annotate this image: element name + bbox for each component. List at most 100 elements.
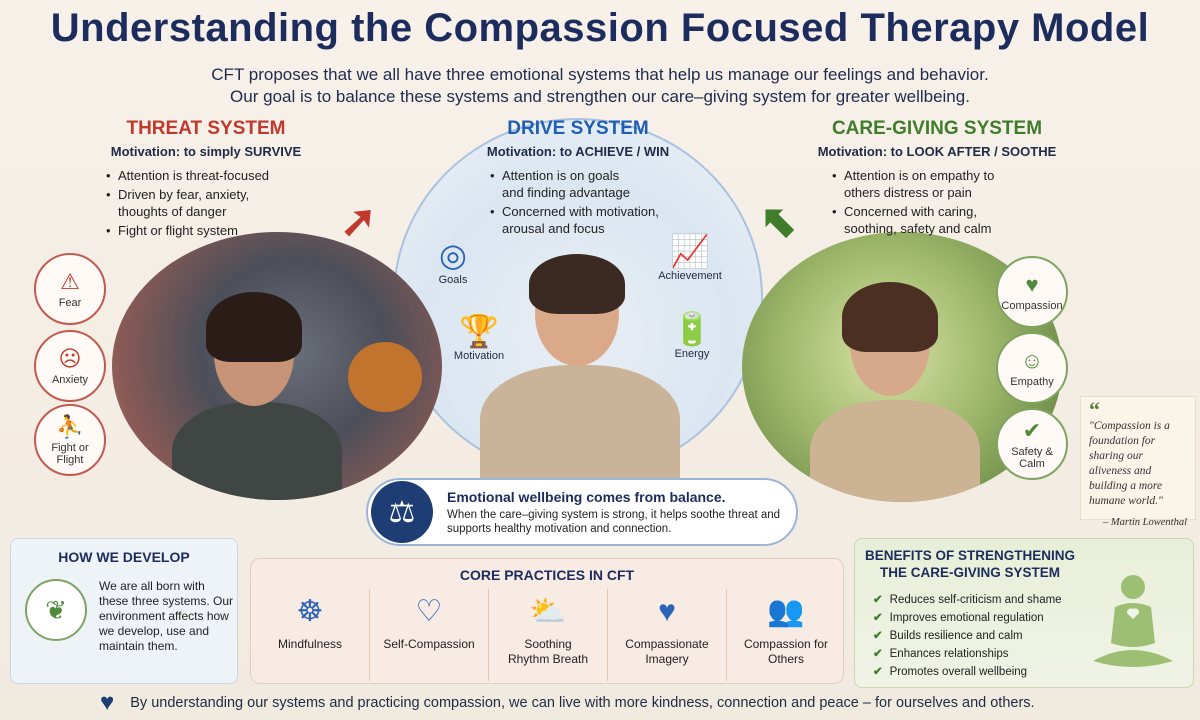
hug-icon: ☺ (1020, 348, 1044, 373)
core-practices-panel: CORE PRACTICES IN CFT ☸ Mindfulness ♡ Se… (250, 558, 844, 684)
target-icon: ◎ (439, 237, 467, 273)
energy-label: Energy (674, 348, 710, 360)
energy-item: 🔋 Energy (660, 310, 724, 360)
benefit-item: ✔Reduces self-criticism and shame (873, 594, 1062, 606)
drive-point: Attention is on goals and finding advant… (490, 167, 640, 201)
quote-mark-icon: “ (1089, 397, 1100, 422)
benefits-panel: BENEFITS OF STRENGTHENING THE CARE-GIVIN… (854, 538, 1194, 688)
check-icon: ✔ (873, 612, 883, 624)
benefit-item: ✔Builds resilience and calm (873, 630, 1023, 642)
warning-icon: ⚠ (60, 269, 80, 294)
practice-soothing-breath: ⛅ Soothing Rhythm Breath (489, 589, 608, 681)
anxious-face-icon: ☹ (58, 346, 82, 371)
drive-motivation: Motivation: to ACHIEVE / WIN (486, 144, 670, 159)
compassion-label: Compassion (1001, 300, 1063, 312)
page-title: Understanding the Compassion Focused The… (50, 6, 1150, 50)
heart-hands-icon: ♥ (1025, 272, 1039, 297)
achievement-item: 📈 Achievement (650, 232, 730, 282)
threat-title: THREAT SYSTEM (126, 118, 286, 139)
benefit-item: ✔Improves emotional regulation (873, 612, 1044, 624)
empathy-badge: ☺ Empathy (996, 332, 1068, 404)
drive-title: DRIVE SYSTEM (507, 118, 649, 139)
fight-flight-badge: ⛹ Fight or Flight (34, 404, 106, 476)
anxiety-badge: ☹ Anxiety (34, 330, 106, 402)
fear-badge: ⚠ Fear (34, 253, 106, 325)
develop-body: We are all born with these three systems… (99, 579, 234, 653)
self-heart-icon: ♡ (415, 595, 443, 628)
threat-point: Fight or flight system (106, 222, 306, 239)
motivation-item: 🏆 Motivation (444, 312, 514, 362)
care-points: Attention is on empathy to others distre… (832, 167, 1022, 237)
practice-self-compassion: ♡ Self-Compassion (370, 589, 489, 681)
intro-text: CFT proposes that we all have three emot… (0, 64, 1200, 108)
footer-text: By understanding our systems and practic… (130, 695, 1035, 711)
quote-author: – Martin Lowenthal (1102, 517, 1187, 528)
practice-label: Soothing Rhythm Breath (507, 637, 589, 666)
check-icon: ✔ (873, 648, 883, 660)
care-title: CARE-GIVING SYSTEM (831, 118, 1043, 139)
benefits-heading: BENEFITS OF STRENGTHENING THE CARE-GIVIN… (865, 548, 1076, 580)
compassion-badge: ♥ Compassion (996, 256, 1068, 328)
threat-point: Driven by fear, anxiety, thoughts of dan… (106, 186, 266, 220)
shield-check-icon: ✔ (1022, 418, 1042, 443)
practice-label: Self-Compassion (383, 637, 475, 651)
group-icon: 👥 (767, 595, 805, 628)
threat-motivation: Motivation: to simply SURVIVE (110, 144, 302, 159)
threat-point: Attention is threat-focused (106, 167, 306, 184)
threat-system-circle (112, 232, 442, 500)
how-we-develop-panel: HOW WE DEVELOP ❦ We are all born with th… (10, 538, 238, 684)
practices-heading: CORE PRACTICES IN CFT (459, 567, 635, 583)
intro-line-1: CFT proposes that we all have three emot… (211, 65, 989, 84)
check-icon: ✔ (873, 594, 883, 606)
trophy-icon: 🏆 (459, 313, 499, 349)
drive-points: Attention is on goals and finding advant… (490, 167, 680, 237)
goals-label: Goals (438, 274, 468, 286)
practice-label: Compassion for Others (743, 637, 829, 666)
develop-heading: HOW WE DEVELOP (58, 549, 190, 565)
scales-icon: ⚖ (371, 481, 433, 543)
care-motivation: Motivation: to LOOK AFTER / SOOTHE (817, 144, 1057, 159)
anxiety-label: Anxiety (51, 374, 89, 386)
running-person-icon: ⛹ (56, 414, 84, 439)
care-section: CARE-GIVING SYSTEM Motivation: to LOOK A… (812, 118, 1062, 239)
check-icon: ✔ (873, 630, 883, 642)
practice-compassion-others: 👥 Compassion for Others (727, 589, 845, 681)
quote-card: “ "Compassion is a foundation for sharin… (1080, 396, 1196, 528)
fear-label: Fear (58, 297, 82, 309)
intro-line-2: Our goal is to balance these systems and… (230, 87, 970, 106)
motivation-label: Motivation (453, 350, 505, 362)
achievement-label: Achievement (658, 270, 722, 282)
practice-label: Compassionate Imagery (625, 637, 709, 666)
drive-section: DRIVE SYSTEM Motivation: to ACHIEVE / WI… (478, 118, 678, 239)
safety-calm-label: Safety & Calm (1011, 446, 1053, 470)
care-point: Attention is on empathy to others distre… (832, 167, 1022, 201)
arrow-care-to-drive-icon: ⬉ (760, 197, 797, 246)
benefit-item: ✔Promotes overall wellbeing (873, 666, 1028, 678)
drive-point: Concerned with motivation, arousal and f… (490, 203, 680, 237)
footer: ♥ By understanding our systems and pract… (100, 690, 1100, 716)
battery-icon: 🔋 (672, 311, 712, 347)
meditating-figure-icon (1093, 575, 1173, 667)
goals-item: ◎ Goals (418, 236, 488, 286)
benefit-item: ✔Enhances relationships (873, 648, 1009, 660)
threat-points: Attention is threat-focused Driven by fe… (106, 167, 306, 239)
heart-icon: ♥ (100, 689, 115, 716)
practice-mindfulness: ☸ Mindfulness (251, 589, 370, 681)
check-icon: ✔ (873, 666, 883, 678)
fight-flight-label: Fight or Flight (51, 442, 89, 466)
threat-section: THREAT SYSTEM Motivation: to simply SURV… (106, 118, 306, 241)
sun-cloud-icon: ⛅ (529, 595, 567, 628)
arrow-threat-to-drive-icon: ➚ (340, 197, 377, 246)
benefits-list: ✔Reduces self-criticism and shame ✔Impro… (873, 591, 1062, 681)
practice-compassionate-imagery: ♥ Compassionate Imagery (608, 589, 727, 681)
quote-text: "Compassion is a foundation for sharing … (1089, 420, 1170, 507)
care-point: Concerned with caring, soothing, safety … (832, 203, 1022, 237)
balance-callout: ⚖ Emotional wellbeing comes from balance… (366, 478, 798, 546)
balance-body: When the care–giving system is strong, i… (447, 508, 781, 535)
seedling-hands-icon: ❦ (25, 579, 87, 641)
growth-chart-icon: 📈 (670, 233, 710, 269)
heart-icon: ♥ (658, 595, 676, 628)
practice-label: Mindfulness (277, 637, 343, 651)
balance-heading: Emotional wellbeing comes from balance. (447, 488, 726, 505)
empathy-label: Empathy (1010, 376, 1054, 388)
